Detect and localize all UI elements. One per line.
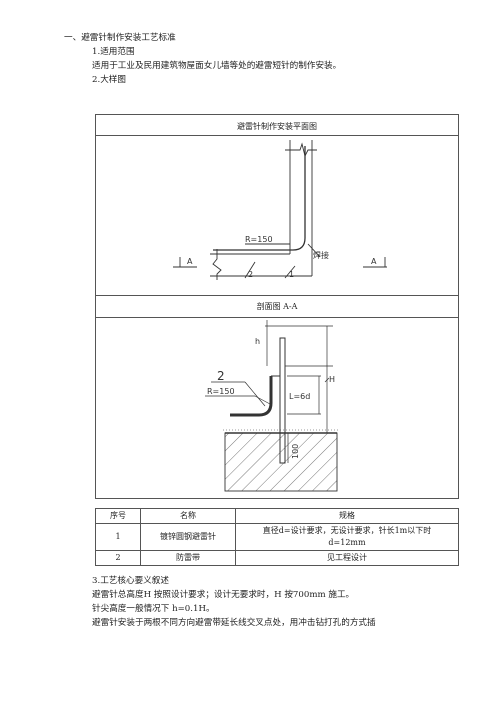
plan-radius-label: R=150: [245, 235, 273, 244]
plan-view-caption: 避雷针制作安装平面图: [237, 122, 317, 131]
section-3-title: 3.工艺核心要义叙述: [92, 576, 169, 586]
section-length-label: L=6d: [289, 392, 310, 401]
table-header-row: 序号 名称 规格: [95, 508, 459, 524]
row-number: 2: [95, 550, 141, 566]
section-view-caption: 剖面图 A-A: [256, 302, 298, 311]
detail-drawing-frame: 避雷针制作安装平面图 剖面图 A-A: [95, 114, 459, 499]
table-row: 1 镀锌圆钢避雷针 直径d=设计要求，无设计要求，针长1m以下时 d=12mm: [95, 523, 459, 551]
section-3-line-2: 针尖高度一般情况下 h=0.1H。: [92, 604, 215, 614]
section-1-text: 适用于工业及民用建筑物屋面女儿墙等处的避雷短针的制作安装。: [92, 61, 342, 71]
plan-section-mark-right: A: [371, 257, 377, 266]
row-spec: 见工程设计: [235, 550, 459, 566]
caption-divider-2: [96, 317, 458, 318]
section-view-drawing: h H 2 R=150 L=6d 100: [205, 320, 339, 492]
plan-weld-label: 焊接: [313, 250, 329, 260]
header-name: 名称: [140, 508, 236, 524]
header-number: 序号: [95, 508, 141, 524]
row-number: 1: [95, 523, 141, 551]
row-name: 防雷带: [140, 550, 236, 566]
plan-callout-2: 2: [248, 270, 253, 279]
section-2-title: 2.大样图: [92, 75, 126, 85]
caption-divider: [96, 135, 458, 136]
section-1-title: 1.适用范围: [92, 47, 135, 57]
header-spec: 规格: [235, 508, 459, 524]
section-3-line-1: 避雷针总高度H 按照设计要求；设计无要求时，H 按700mm 施工。: [92, 590, 355, 600]
table-row: 2 防雷带 见工程设计: [95, 550, 459, 566]
section-H-label: H: [329, 375, 335, 384]
plan-view-drawing: R=150 焊接 A A 1 2: [173, 140, 387, 280]
section-radius-label: R=150: [207, 387, 235, 396]
row-name: 镀锌圆钢避雷针: [140, 523, 236, 551]
plan-section-mark-left: A: [187, 257, 193, 266]
section-callout-2: 2: [217, 369, 225, 383]
section-embed-100-label: 100: [291, 444, 300, 459]
material-spec-table: 序号 名称 规格 1 镀锌圆钢避雷针 直径d=设计要求，无设计要求，针长1m以下…: [95, 508, 459, 566]
row-spec-line-2: d=12mm: [328, 538, 366, 547]
document-heading: 一、避雷针制作安装工艺标准: [64, 33, 176, 43]
section-h-label: h: [255, 337, 260, 346]
view-divider: [96, 295, 458, 296]
row-spec: 直径d=设计要求，无设计要求，针长1m以下时 d=12mm: [235, 523, 459, 551]
section-3-line-3: 避雷针安装于两根不同方向避雷带延长线交叉点处，用冲击钻打孔的方式插: [92, 618, 376, 628]
plan-callout-1: 1: [289, 270, 294, 279]
row-spec-line-1: 直径d=设计要求，无设计要求，针长1m以下时: [262, 526, 432, 535]
